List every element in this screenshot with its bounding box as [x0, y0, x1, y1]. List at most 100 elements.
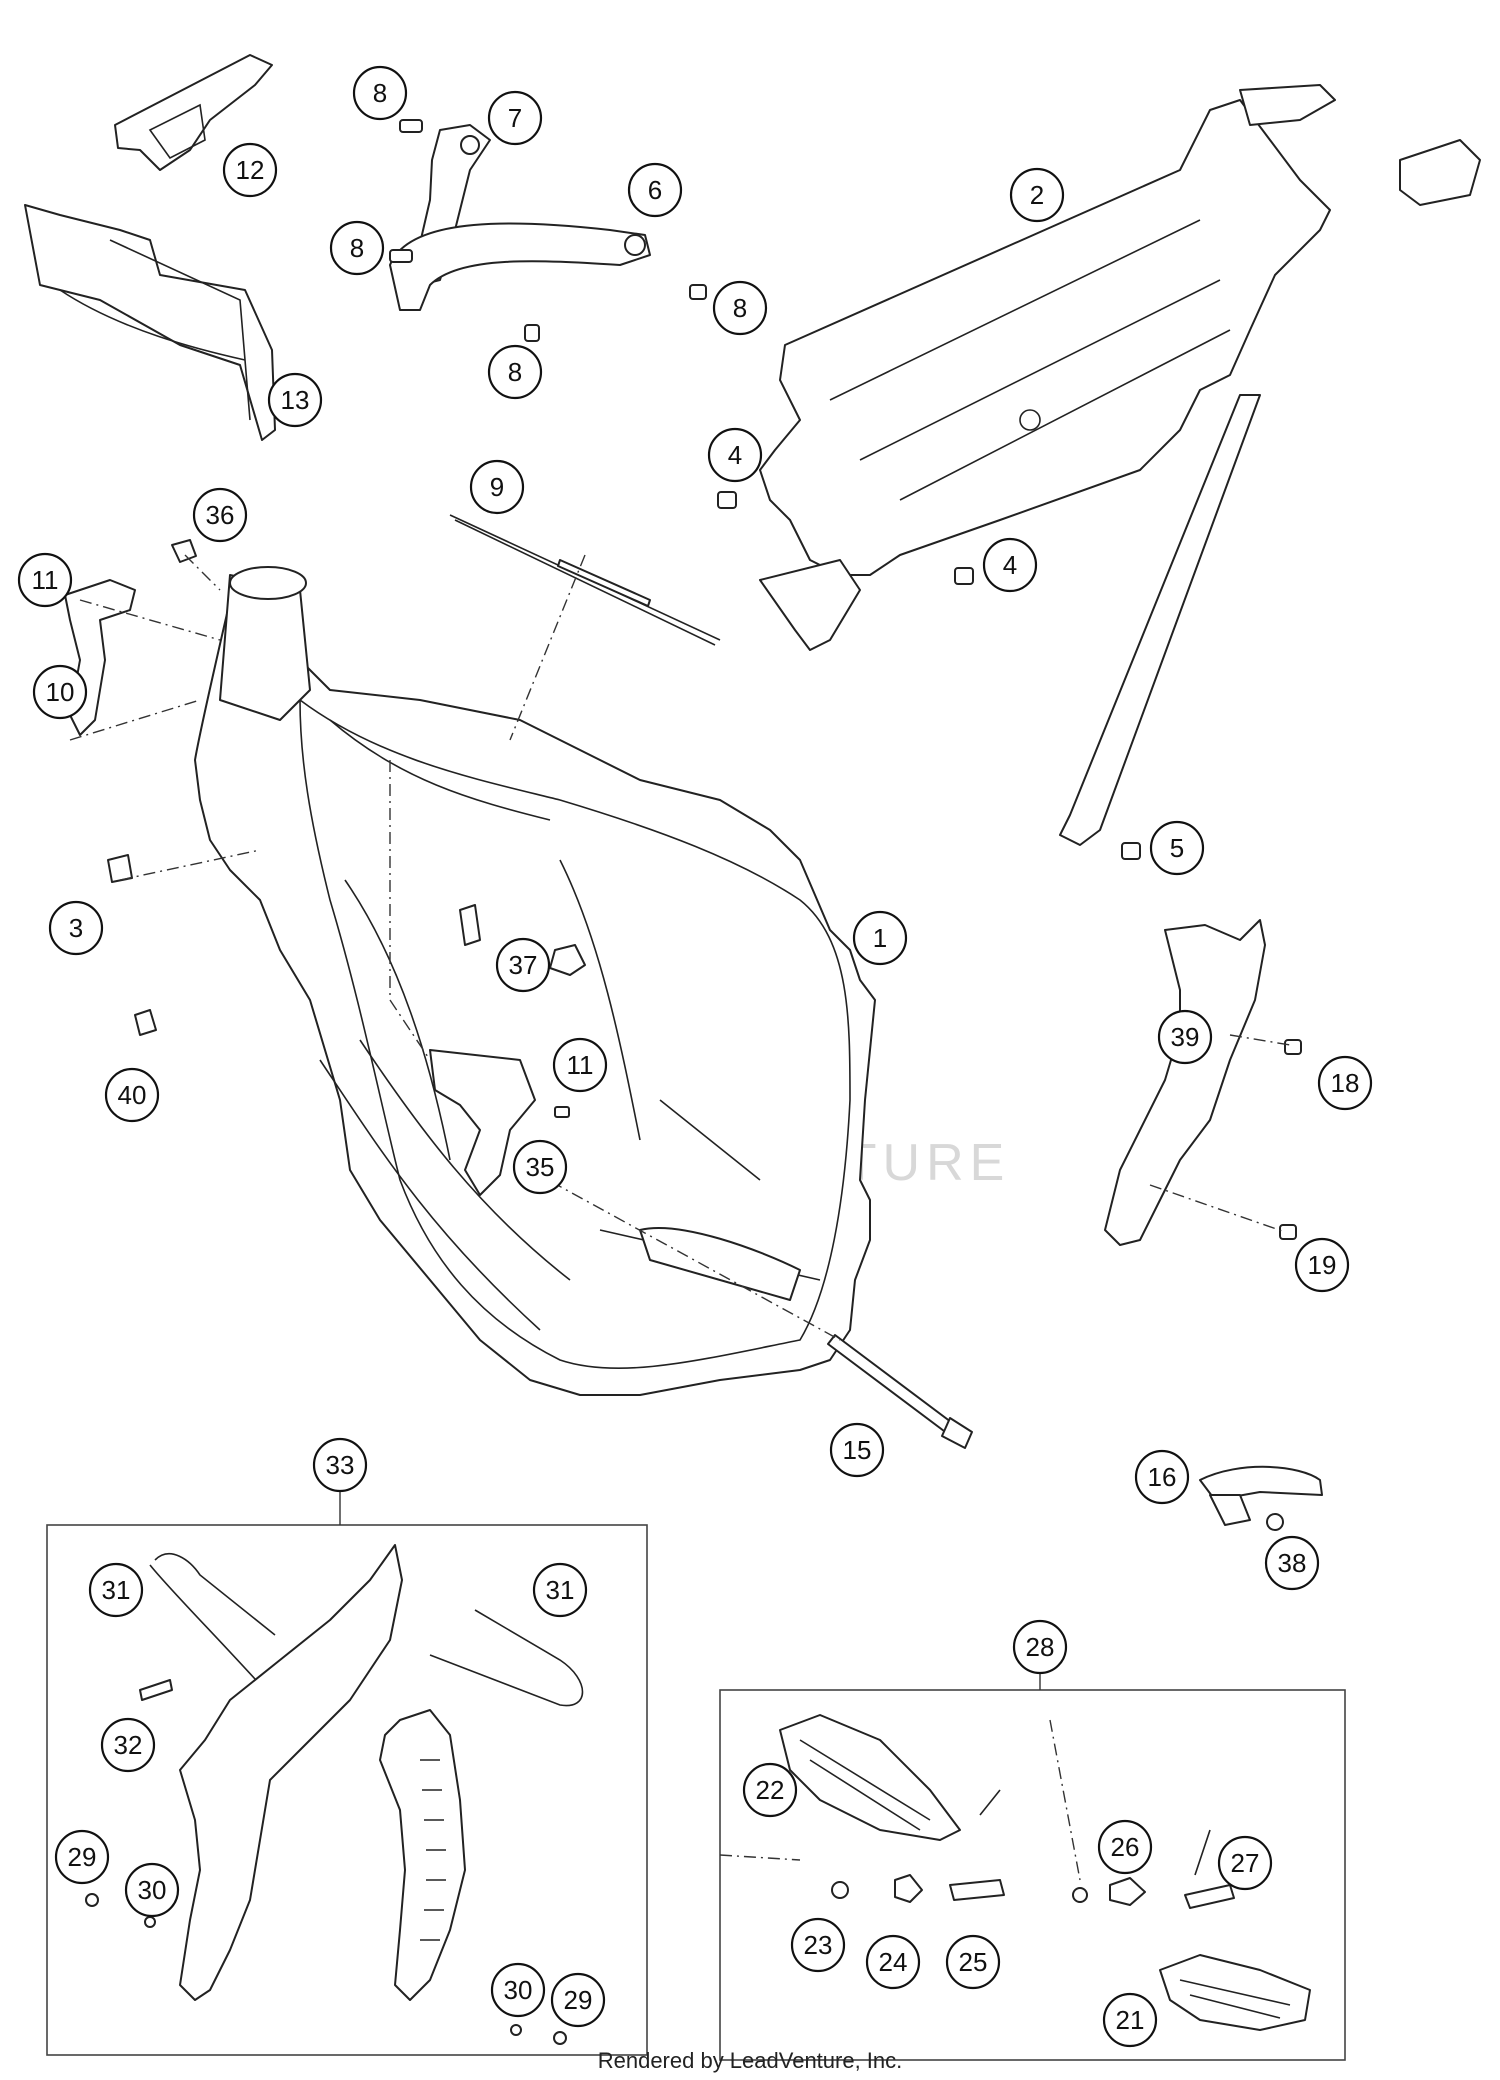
- callout-13[interactable]: 13: [267, 372, 323, 428]
- callout-1[interactable]: 1: [852, 910, 908, 966]
- callout-8d[interactable]: 8: [487, 344, 543, 400]
- svg-text:40: 40: [118, 1080, 147, 1110]
- parts-35-37: [429, 904, 586, 1196]
- svg-text:35: 35: [526, 1152, 555, 1182]
- callout-29a[interactable]: 29: [54, 1829, 110, 1885]
- svg-text:11: 11: [32, 565, 59, 595]
- callout-24[interactable]: 24: [865, 1934, 921, 1990]
- footer-credit: Rendered by LeadVenture, Inc.: [598, 2048, 903, 2073]
- svg-text:25: 25: [959, 1947, 988, 1977]
- svg-text:29: 29: [68, 1842, 97, 1872]
- callout-30a[interactable]: 30: [124, 1862, 180, 1918]
- svg-text:18: 18: [1331, 1068, 1360, 1098]
- svg-text:4: 4: [728, 440, 742, 470]
- svg-text:29: 29: [564, 1985, 593, 2015]
- svg-text:26: 26: [1111, 1832, 1140, 1862]
- callout-11a[interactable]: 11: [17, 552, 73, 608]
- svg-text:8: 8: [373, 78, 387, 108]
- svg-text:4: 4: [1003, 550, 1017, 580]
- callout-2[interactable]: 2: [1009, 167, 1065, 223]
- svg-text:28: 28: [1026, 1632, 1055, 1662]
- svg-text:15: 15: [843, 1435, 872, 1465]
- callout-38[interactable]: 38: [1264, 1535, 1320, 1591]
- callout-7[interactable]: 7: [487, 90, 543, 146]
- svg-text:2: 2: [1030, 180, 1044, 210]
- callout-35[interactable]: 35: [512, 1139, 568, 1195]
- callout-9[interactable]: 9: [469, 459, 525, 515]
- callout-15[interactable]: 15: [829, 1422, 885, 1478]
- svg-text:36: 36: [206, 500, 235, 530]
- callout-22[interactable]: 22: [742, 1762, 798, 1818]
- part-9-cable: [449, 514, 721, 646]
- callout-3[interactable]: 3: [48, 900, 104, 956]
- callout-37[interactable]: 37: [495, 937, 551, 993]
- callout-33[interactable]: 33: [312, 1437, 368, 1493]
- svg-text:30: 30: [504, 1975, 533, 2005]
- group-33-box: [46, 1524, 648, 2056]
- callout-31a[interactable]: 31: [88, 1562, 144, 1618]
- svg-text:30: 30: [138, 1875, 167, 1905]
- svg-text:12: 12: [236, 155, 265, 185]
- callout-8b[interactable]: 8: [329, 220, 385, 276]
- bolts-4-5: [717, 491, 1141, 860]
- svg-text:8: 8: [508, 357, 522, 387]
- svg-text:21: 21: [1116, 2005, 1145, 2035]
- svg-text:27: 27: [1231, 1848, 1260, 1878]
- svg-text:8: 8: [350, 233, 364, 263]
- svg-text:22: 22: [756, 1775, 785, 1805]
- svg-text:37: 37: [509, 950, 538, 980]
- callout-36[interactable]: 36: [192, 487, 248, 543]
- svg-text:31: 31: [102, 1575, 131, 1605]
- svg-text:10: 10: [46, 677, 75, 707]
- callout-39[interactable]: 39: [1157, 1009, 1213, 1065]
- part-12-cover: [114, 54, 273, 171]
- callout-6[interactable]: 6: [627, 162, 683, 218]
- callout-31b[interactable]: 31: [532, 1562, 588, 1618]
- callout-26[interactable]: 26: [1097, 1819, 1153, 1875]
- part-2-subframe: [759, 84, 1481, 846]
- group-28-box: [719, 1689, 1346, 2061]
- callout-18[interactable]: 18: [1317, 1055, 1373, 1111]
- svg-text:39: 39: [1171, 1022, 1200, 1052]
- callout-4a[interactable]: 4: [707, 427, 763, 483]
- svg-text:32: 32: [114, 1730, 143, 1760]
- callout-32[interactable]: 32: [100, 1717, 156, 1773]
- svg-text:16: 16: [1148, 1462, 1177, 1492]
- callout-30b[interactable]: 30: [490, 1962, 546, 2018]
- callout-11b[interactable]: 11: [552, 1037, 608, 1093]
- callout-21[interactable]: 21: [1102, 1992, 1158, 2048]
- callout-23[interactable]: 23: [790, 1917, 846, 1973]
- callout-29b[interactable]: 29: [550, 1972, 606, 2028]
- svg-text:1: 1: [873, 923, 887, 953]
- svg-text:31: 31: [546, 1575, 575, 1605]
- svg-text:9: 9: [490, 472, 504, 502]
- svg-text:3: 3: [69, 913, 83, 943]
- callout-25[interactable]: 25: [945, 1934, 1001, 1990]
- group-28-parts: [779, 1714, 1311, 2031]
- callout-10[interactable]: 10: [32, 664, 88, 720]
- part-6-bracket: [389, 222, 651, 311]
- callout-19[interactable]: 19: [1294, 1237, 1350, 1293]
- leader-lines: [69, 554, 1291, 1881]
- callout-40[interactable]: 40: [104, 1067, 160, 1123]
- callout-4b[interactable]: 4: [982, 537, 1038, 593]
- callout-5[interactable]: 5: [1149, 820, 1205, 876]
- svg-text:6: 6: [648, 175, 662, 205]
- svg-text:33: 33: [326, 1450, 355, 1480]
- callout-12[interactable]: 12: [222, 142, 278, 198]
- part-16-guard: [1199, 1465, 1323, 1531]
- callout-8a[interactable]: 8: [352, 65, 408, 121]
- svg-text:24: 24: [879, 1947, 908, 1977]
- callout-8c[interactable]: 8: [712, 280, 768, 336]
- group-33-parts: [85, 1544, 584, 2045]
- svg-text:38: 38: [1278, 1548, 1307, 1578]
- svg-text:7: 7: [508, 103, 522, 133]
- part-39-guide: [1104, 919, 1302, 1246]
- callout-16[interactable]: 16: [1134, 1449, 1190, 1505]
- svg-text:13: 13: [281, 385, 310, 415]
- callout-27[interactable]: 27: [1217, 1835, 1273, 1891]
- bolts-8: [389, 119, 707, 342]
- svg-text:23: 23: [804, 1930, 833, 1960]
- callout-28[interactable]: 28: [1012, 1619, 1068, 1675]
